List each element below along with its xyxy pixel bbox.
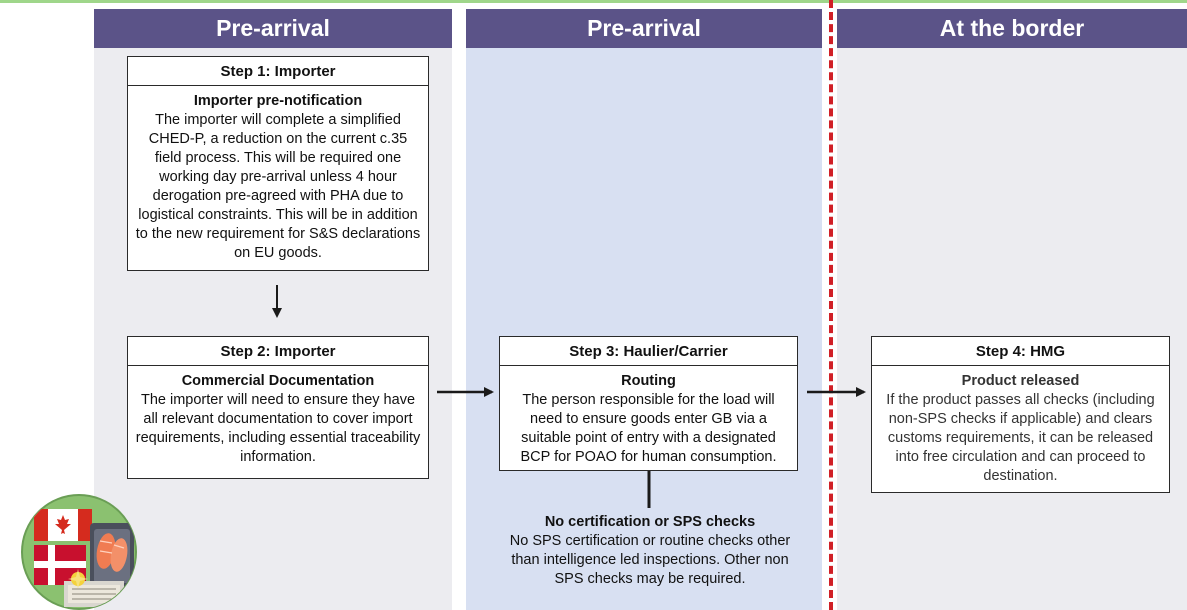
column-pre-arrival-haulier [466,48,822,610]
column-header-2: Pre-arrival [466,9,822,48]
step-1-content: Importer pre-notification The importer w… [128,86,428,263]
note-title: No certification or SPS checks [544,514,756,530]
step-4-box: Step 4: HMG Product released If the prod… [871,336,1170,493]
border-divider-line [829,0,833,610]
canada-flag-icon [34,509,92,541]
salmon-product-icon [90,523,134,589]
note-body: No SPS certification or routine checks o… [509,533,791,587]
step-2-subtitle: Commercial Documentation [181,373,375,389]
step-3-box: Step 3: Haulier/Carrier Routing The pers… [499,336,798,471]
step-1-body: The importer will complete a simplified … [135,112,421,261]
step-2-title: Step 2: Importer [128,337,428,366]
step-4-body: If the product passes all checks (includ… [886,392,1155,484]
product-origin-badge [21,494,137,610]
step-4-subtitle: Product released [961,373,1080,389]
step-3-body: The person responsible for the load will… [520,392,777,465]
step-3-subtitle: Routing [621,373,676,389]
step-1-title: Step 1: Importer [128,57,428,86]
step-1-subtitle: Importer pre-notification [193,93,363,109]
step-3-content: Routing The person responsible for the l… [500,366,797,467]
top-accent-line [0,0,1187,3]
column-at-border [837,48,1187,610]
step-2-box: Step 2: Importer Commercial Documentatio… [127,336,429,479]
step-1-box: Step 1: Importer Importer pre-notificati… [127,56,429,271]
step-4-content: Product released If the product passes a… [872,366,1169,486]
step-2-body: The importer will need to ensure they ha… [135,392,421,465]
step-4-title: Step 4: HMG [872,337,1169,366]
no-checks-note: No certification or SPS checks No SPS ce… [508,513,792,589]
column-header-3: At the border [837,9,1187,48]
step-2-content: Commercial Documentation The importer wi… [128,366,428,467]
step-3-title: Step 3: Haulier/Carrier [500,337,797,366]
column-header-1: Pre-arrival [94,9,452,48]
